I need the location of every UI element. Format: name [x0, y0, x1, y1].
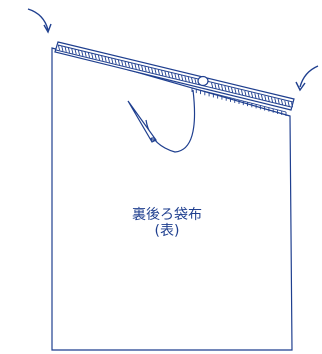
zipper-tooth: [257, 94, 260, 100]
zipper-tooth: [124, 61, 127, 67]
zipper-tooth: [104, 56, 107, 62]
zipper-tooth: [267, 96, 270, 102]
zipper-tooth: [84, 51, 87, 57]
zipper-tooth: [141, 65, 144, 71]
zipper-tooth: [97, 54, 100, 61]
zipper-tooth: [194, 78, 197, 84]
zipper-tooth: [231, 87, 234, 93]
zipper-tooth: [254, 93, 257, 99]
zipper-tooth: [280, 99, 284, 105]
zipper-tooth: [287, 101, 290, 107]
zipper-tooth: [224, 85, 227, 92]
zipper-tooth: [181, 75, 184, 81]
zipper-tooth: [67, 47, 71, 53]
zipper-tooth: [147, 67, 150, 73]
zipper-tooth: [277, 98, 280, 105]
curved-arrow-icon: [27, 8, 52, 34]
zipper-tooth: [244, 90, 247, 96]
zipper-tooth: [264, 95, 267, 101]
zipper-tooth: [71, 48, 74, 54]
zipper-tooth: [217, 84, 220, 90]
zipper-tooth: [234, 88, 237, 94]
zipper-tooth: [247, 91, 250, 97]
zipper-tooth: [184, 76, 187, 82]
zipper-tooth: [237, 89, 240, 95]
zipper-tooth: [174, 73, 177, 79]
back-pocket-bag-piece: [51, 47, 293, 351]
zipper-tooth: [187, 76, 190, 83]
zipper-tooth: [127, 62, 130, 68]
zipper-tooth: [251, 92, 254, 98]
right-side-label: (表): [154, 223, 180, 239]
zipper-tooth: [177, 74, 180, 80]
zipper-tooth: [94, 54, 97, 60]
zipper-tooth: [270, 97, 274, 103]
zipper-tooth: [131, 63, 134, 69]
pocket-bag-label: 裏後ろ袋布: [132, 207, 202, 223]
zipper-teeth: [57, 45, 294, 108]
zipper-tooth: [114, 59, 117, 65]
zipper-tooth: [117, 59, 120, 65]
zipper-tooth: [91, 53, 94, 59]
zipper-tooth: [107, 57, 110, 63]
zipper-tooth: [221, 85, 224, 91]
zipper-tooth: [77, 50, 81, 56]
zipper-tooth: [290, 102, 294, 108]
curved-arrow-icon: [295, 65, 319, 92]
zipper-tooth: [57, 45, 61, 51]
zipper-tooth: [144, 66, 147, 72]
zipper-tooth: [211, 82, 214, 88]
zipper-tooth: [167, 72, 170, 78]
zipper-tooth: [61, 46, 64, 52]
zipper-tooth: [81, 50, 84, 57]
zipper-tooth: [214, 83, 217, 89]
zipper-slider: [197, 75, 209, 87]
zipper-tooth: [164, 71, 167, 77]
zipper-tooth: [274, 98, 277, 104]
stitch-line: [191, 87, 287, 116]
zipper-tooth: [191, 77, 194, 83]
zipper-tooth: [157, 69, 160, 75]
hand-sewing-needle-icon: [127, 89, 196, 153]
zipper: [54, 41, 295, 111]
zipper-tooth: [134, 63, 137, 70]
zipper-tooth: [241, 89, 244, 96]
zipper-tooth: [121, 60, 124, 66]
zipper-tooth: [284, 100, 287, 106]
zipper-tooth: [154, 68, 157, 74]
zipper-tooth: [87, 52, 90, 58]
zipper-tooth: [101, 55, 104, 61]
zipper-tooth: [137, 64, 140, 70]
zipper-tooth: [64, 46, 67, 52]
zipper-tooth: [74, 49, 77, 55]
zipper-tooth: [111, 58, 114, 64]
zipper-tooth: [171, 72, 174, 78]
zipper-tooth: [151, 67, 154, 74]
zipper-tooth: [161, 70, 164, 76]
zipper-tooth: [227, 86, 230, 92]
needle: [127, 100, 157, 143]
zipper-tooth: [261, 94, 264, 100]
